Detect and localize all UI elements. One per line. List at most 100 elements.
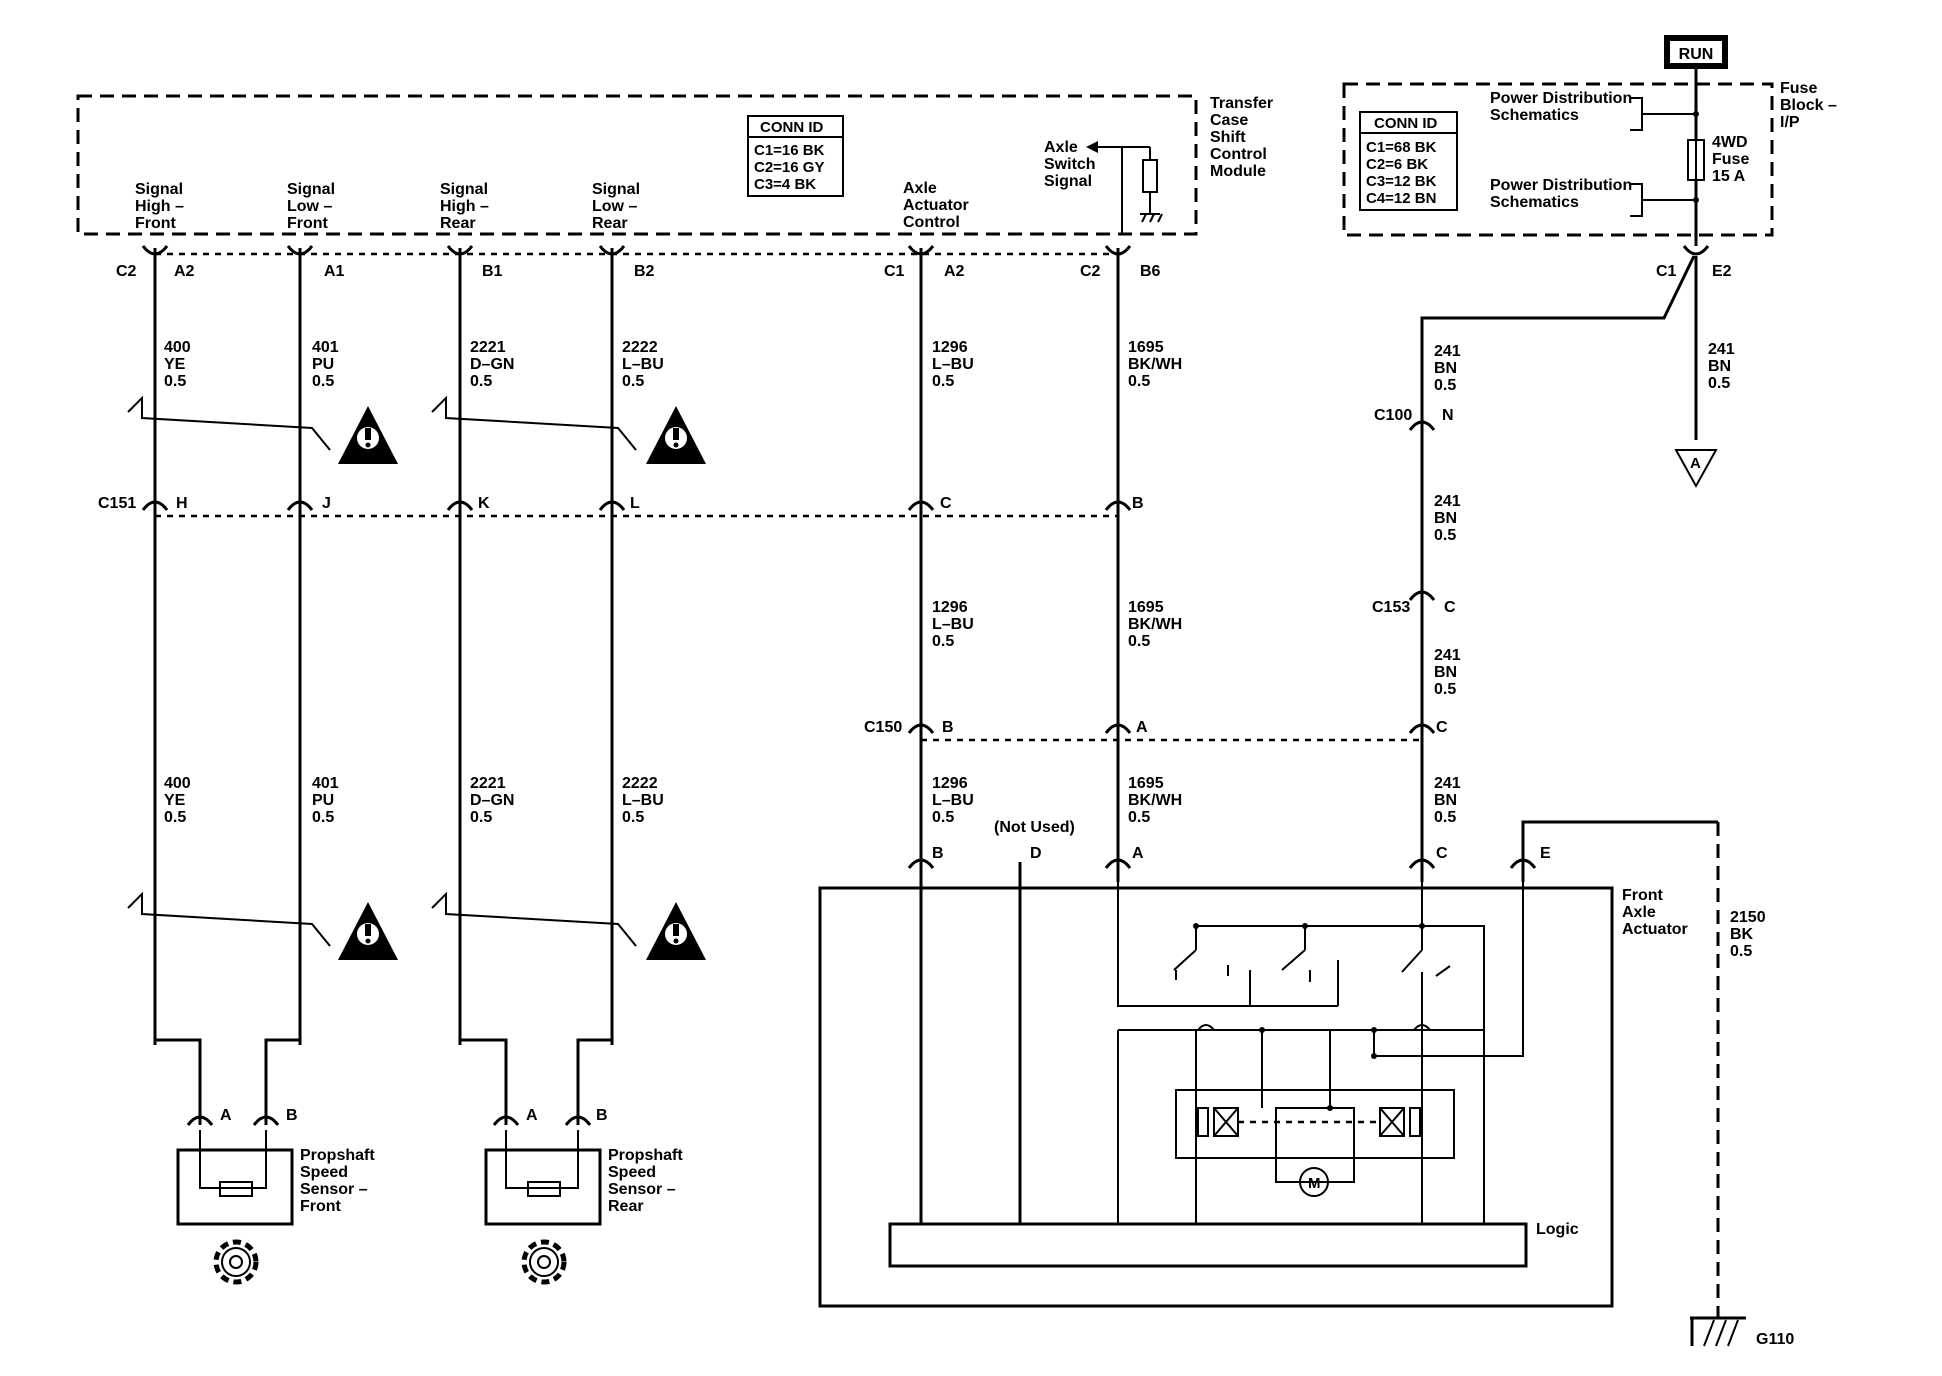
svg-text:A: A — [526, 1107, 538, 1124]
signal-low-front-label: Signal Low – Front — [287, 181, 339, 232]
svg-text:C: C — [1436, 719, 1448, 736]
connector-symbols — [141, 245, 1710, 882]
ground-g110: G110 — [1690, 1310, 1794, 1348]
svg-text:C: C — [940, 495, 952, 512]
svg-text:E2: E2 — [1712, 263, 1732, 280]
svg-text:C100: C100 — [1374, 407, 1412, 424]
svg-text:B2: B2 — [634, 263, 655, 280]
fuse-block-title: Fuse Block – I/P — [1780, 80, 1841, 131]
sensor-front-label: Propshaft Speed Sensor – Front — [300, 1147, 379, 1215]
run-power-source: RUN — [1664, 35, 1728, 84]
gear-icon — [521, 1239, 567, 1285]
signal-high-front-label: Signal High – Front — [135, 181, 188, 232]
sensor-rear-label: Propshaft Speed Sensor – Rear — [608, 1147, 687, 1215]
signal-high-rear-label: Signal High – Rear — [440, 181, 493, 232]
twisted-pair-marks — [127, 395, 637, 947]
warning-icon — [338, 406, 398, 464]
warning-icon — [338, 902, 398, 960]
svg-text:H: H — [176, 495, 188, 512]
motor-driver-block — [1175, 1089, 1455, 1159]
svg-text:B: B — [286, 1107, 298, 1124]
svg-text:A: A — [1690, 455, 1701, 472]
svg-text:C150: C150 — [864, 719, 902, 736]
transfer-case-shift-control-module: Transfer Case Shift Control Module CONN … — [76, 94, 1278, 236]
svg-text:C1: C1 — [1656, 263, 1677, 280]
power-distribution-ref-1: Power Distribution Schematics — [1490, 90, 1637, 124]
svg-text:C2: C2 — [1080, 263, 1101, 280]
svg-text:B: B — [596, 1107, 608, 1124]
svg-text:A: A — [1136, 719, 1148, 736]
svg-text:C151: C151 — [98, 495, 136, 512]
svg-text:CONN ID: CONN ID — [760, 119, 824, 136]
splice-reference-triangle: A — [1674, 449, 1718, 489]
svg-text:A: A — [1132, 845, 1144, 862]
svg-text:C: C — [1436, 845, 1448, 862]
svg-text:C1=16 BK: C1=16 BK — [754, 142, 825, 159]
svg-text:(Not Used): (Not Used) — [994, 819, 1075, 836]
svg-text:B1: B1 — [482, 263, 503, 280]
tccm-title: Transfer Case Shift Control Module — [1210, 95, 1278, 180]
actuator-label: Front Axle Actuator — [1622, 887, 1688, 938]
svg-text:L: L — [630, 495, 640, 512]
svg-text:B: B — [942, 719, 954, 736]
svg-text:C2=6 BK: C2=6 BK — [1366, 156, 1428, 173]
pin-labels: C2 A2 A1 B1 B2 C1 A2 C2 B6 C1 E2 C100 N … — [98, 263, 1732, 862]
svg-text:M: M — [1308, 1175, 1321, 1192]
svg-text:C3=4 BK: C3=4 BK — [754, 176, 816, 193]
svg-text:C3=12 BK: C3=12 BK — [1366, 173, 1437, 190]
svg-text:RUN: RUN — [1679, 46, 1714, 63]
svg-text:C2: C2 — [116, 263, 137, 280]
svg-text:CONN ID: CONN ID — [1374, 115, 1438, 132]
warning-icon — [646, 406, 706, 464]
fuse-block-ip: Fuse Block – I/P CONN ID C1=68 BK C2=6 B… — [1342, 80, 1841, 246]
wire-paths — [153, 248, 1720, 1310]
propshaft-speed-sensor-rear: A B Propshaft Speed Sensor – Rear — [458, 1038, 687, 1226]
svg-text:C4=12 BN: C4=12 BN — [1366, 190, 1436, 207]
svg-text:C153: C153 — [1372, 599, 1410, 616]
svg-text:D: D — [1030, 845, 1042, 862]
axle-switch-signal-label: Axle Switch Signal — [1044, 139, 1100, 190]
fuse-block-conn-id-table: CONN ID C1=68 BK C2=6 BK C3=12 BK C4=12 … — [1359, 111, 1458, 211]
power-distribution-ref-2: Power Distribution Schematics — [1490, 177, 1637, 211]
tccm-conn-id-table: CONN ID C1=16 BK C2=16 GY C3=4 BK — [747, 115, 844, 197]
front-axle-actuator: Front Axle Actuator Logic — [818, 882, 1688, 1308]
svg-text:Logic: Logic — [1536, 1221, 1579, 1238]
motor-icon — [1299, 1167, 1329, 1197]
svg-text:N: N — [1442, 407, 1454, 424]
svg-text:C1=68 BK: C1=68 BK — [1366, 139, 1437, 156]
warning-icon — [646, 902, 706, 960]
svg-text:C: C — [1444, 599, 1456, 616]
axle-switch-resistor-symbol — [1086, 141, 1163, 234]
gear-icon — [213, 1239, 259, 1285]
svg-text:C1: C1 — [884, 263, 905, 280]
svg-text:B6: B6 — [1140, 263, 1161, 280]
svg-text:G110: G110 — [1756, 1331, 1794, 1348]
propshaft-speed-sensor-front: A B Propshaft Speed Sensor – Front — [153, 1038, 379, 1226]
svg-text:A1: A1 — [324, 263, 345, 280]
svg-text:J: J — [322, 495, 331, 512]
svg-text:A: A — [220, 1107, 232, 1124]
svg-text:C2=16 GY: C2=16 GY — [754, 159, 824, 176]
svg-text:B: B — [932, 845, 944, 862]
svg-text:B: B — [1132, 495, 1144, 512]
axle-actuator-control-label: Axle Actuator Control — [903, 180, 973, 231]
